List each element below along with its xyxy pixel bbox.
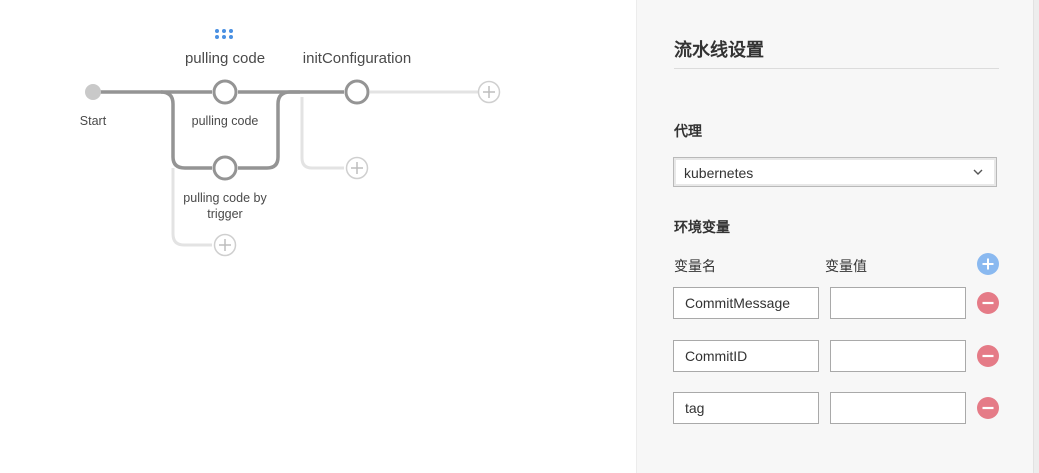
agent-label: 代理 xyxy=(674,123,702,139)
env-vars-label: 环境变量 xyxy=(674,219,730,235)
pipeline-light-connectors xyxy=(171,90,478,247)
node-init-configuration[interactable] xyxy=(344,79,370,105)
plus-circle-icon xyxy=(977,253,999,275)
env-value-input[interactable] xyxy=(830,340,966,372)
pipeline-graph xyxy=(85,79,501,257)
remove-env-var-button[interactable] xyxy=(977,292,999,314)
add-env-var-button[interactable] xyxy=(977,253,999,275)
add-parallel-node-icon[interactable] xyxy=(213,233,237,257)
env-name-input[interactable] xyxy=(673,287,819,319)
pipeline-settings-panel: 流水线设置 代理 kubernetes 环境变量 变量名 变量值 xyxy=(636,0,1034,473)
connector-to-add-node xyxy=(171,168,212,247)
remove-env-var-button[interactable] xyxy=(977,397,999,419)
panel-divider xyxy=(674,68,999,69)
add-stage-icon[interactable] xyxy=(477,80,501,104)
panel-scrollbar[interactable] xyxy=(1033,0,1039,473)
env-value-input[interactable] xyxy=(830,287,966,319)
env-value-header: 变量值 xyxy=(825,258,867,274)
minus-circle-icon xyxy=(977,397,999,419)
add-parallel-stage-icon[interactable] xyxy=(345,156,369,180)
node-label-pulling-code[interactable]: pulling code xyxy=(191,114,259,128)
chevron-down-icon xyxy=(973,169,983,175)
connector-branch-in xyxy=(160,90,212,170)
env-value-input[interactable] xyxy=(830,392,966,424)
start-label: Start xyxy=(79,114,107,128)
stage-title-pulling-code[interactable]: pulling code xyxy=(184,50,266,67)
node-pulling-code[interactable] xyxy=(212,79,238,105)
connector-branch-out xyxy=(238,90,300,170)
pipeline-canvas: pulling code initConfiguration Start pul… xyxy=(79,29,501,257)
agent-select[interactable]: kubernetes xyxy=(673,157,997,187)
start-node[interactable] xyxy=(85,84,101,100)
pipeline-connectors xyxy=(93,90,344,170)
env-name-input[interactable] xyxy=(673,340,819,372)
node-label-pulling-code-by-trigger[interactable]: pulling code by trigger xyxy=(183,191,267,221)
remove-env-var-button[interactable] xyxy=(977,345,999,367)
env-name-input[interactable] xyxy=(673,392,819,424)
minus-circle-icon xyxy=(977,345,999,367)
minus-circle-icon xyxy=(977,292,999,314)
drag-dots-icon[interactable] xyxy=(215,29,233,41)
agent-select-value: kubernetes xyxy=(684,165,754,181)
node-pulling-code-by-trigger[interactable] xyxy=(212,155,238,181)
env-name-header: 变量名 xyxy=(674,258,716,274)
connector-to-add-parallel-stage xyxy=(300,97,344,170)
stage-title-init-configuration[interactable]: initConfiguration xyxy=(302,50,412,67)
panel-title: 流水线设置 xyxy=(674,40,764,60)
